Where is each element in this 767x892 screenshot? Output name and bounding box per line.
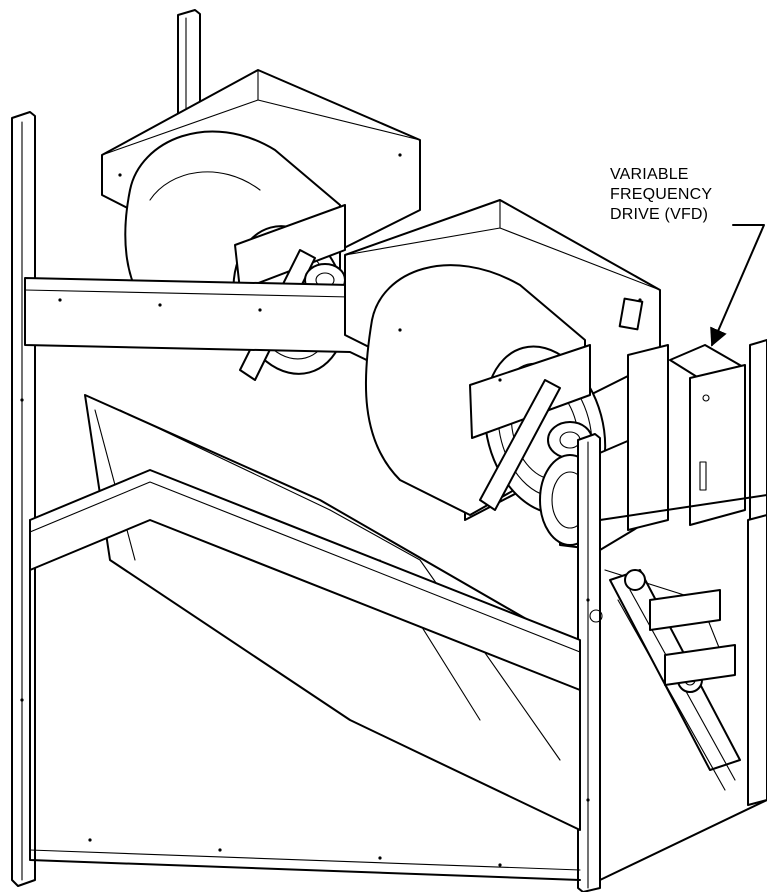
damper-assembly (609, 569, 741, 791)
front-right-post (577, 433, 603, 892)
rivet-dots (20, 153, 642, 867)
vfd-leader-line (710, 224, 765, 347)
callout-line-1: VARIABLE (610, 166, 689, 183)
frame-lower-beam (29, 469, 581, 881)
vfd-enclosure (627, 339, 767, 531)
front-left-post (11, 111, 36, 887)
callout-line-3: DRIVE (VFD) (610, 206, 709, 223)
callout-line-2: FREQUENCY (610, 186, 713, 203)
motor-bracket-right (479, 379, 561, 511)
vfd-callout-label: VARIABLE FREQUENCY DRIVE (VFD) (610, 165, 712, 225)
